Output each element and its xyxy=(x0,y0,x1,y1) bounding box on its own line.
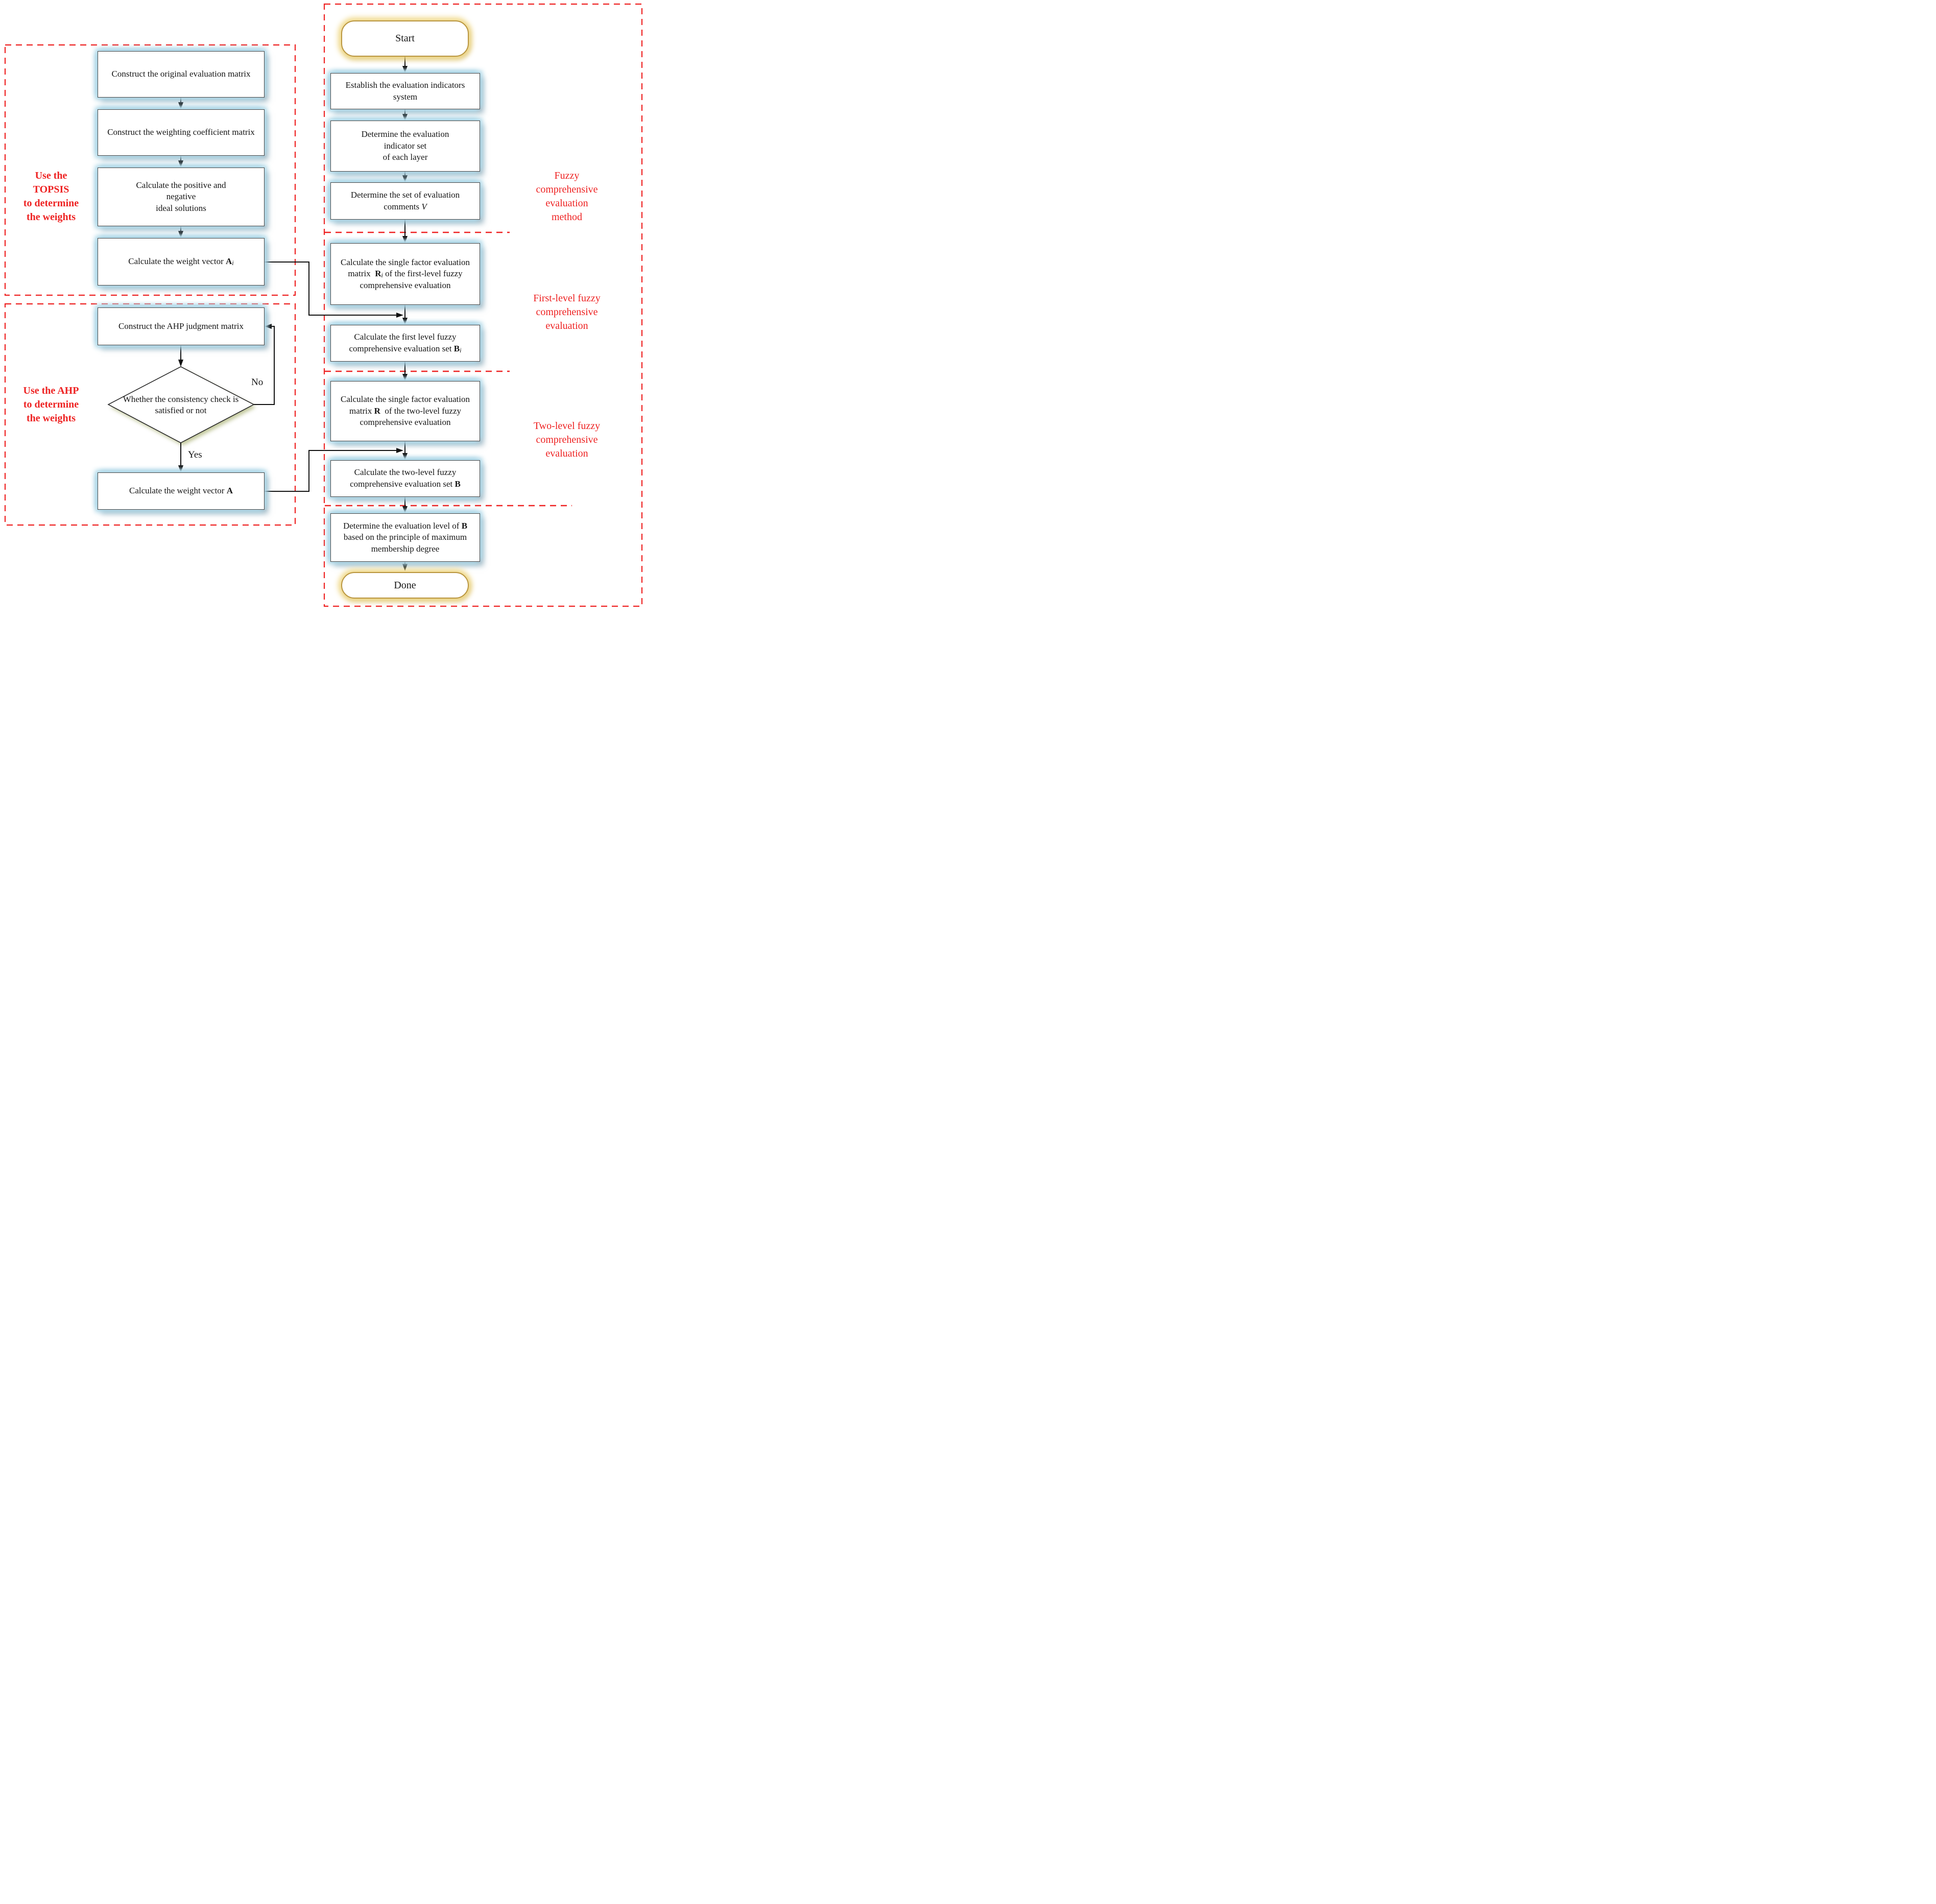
terminal-done: Done xyxy=(341,572,469,599)
no-loop-line xyxy=(254,326,275,405)
node-calc-r-two-level: Calculate the single factor evaluation m… xyxy=(330,381,480,441)
flowchart-canvas: { "colors": { "frame_red": "#ee2222", "b… xyxy=(0,0,646,635)
topsis-frame xyxy=(4,44,296,296)
a-connector-line xyxy=(265,450,396,492)
edge-label-no: No xyxy=(251,377,264,388)
node-determine-evaluation-level: Determine the evaluation level of B base… xyxy=(330,513,480,562)
node-determine-comments-v: Determine the set of evaluation comments… xyxy=(330,182,480,220)
ahp-frame xyxy=(4,303,296,526)
node-calc-weight-vector-ai: Calculate the weight vector Ai xyxy=(98,238,265,285)
node-calc-b-two-level: Calculate the two-level fuzzy comprehens… xyxy=(330,460,480,497)
node-calc-r-first-level: Calculate the single factor evaluation m… xyxy=(330,243,480,305)
node-calc-b-first-level: Calculate the first level fuzzy comprehe… xyxy=(330,325,480,362)
node-establish-indicators: Establish the evaluation indicators syst… xyxy=(330,73,480,109)
wires-layer xyxy=(4,3,643,607)
node-construct-ahp-judgment: Construct the AHP judgment matrix xyxy=(98,307,265,345)
node-construct-weighting: Construct the weighting coefficient matr… xyxy=(98,109,265,156)
decision-consistency-check: Whether the consistency check is satisfi… xyxy=(123,394,239,415)
fuzzy-frame xyxy=(323,3,643,607)
node-calc-weight-vector-a: Calculate the weight vector A xyxy=(98,472,265,510)
edge-label-yes: Yes xyxy=(188,449,202,460)
flow-lines xyxy=(180,57,405,564)
ai-connector-line xyxy=(265,261,396,316)
arrowheads xyxy=(178,66,408,571)
node-construct-original: Construct the original evaluation matrix xyxy=(98,51,265,98)
terminal-start: Start xyxy=(341,20,469,57)
